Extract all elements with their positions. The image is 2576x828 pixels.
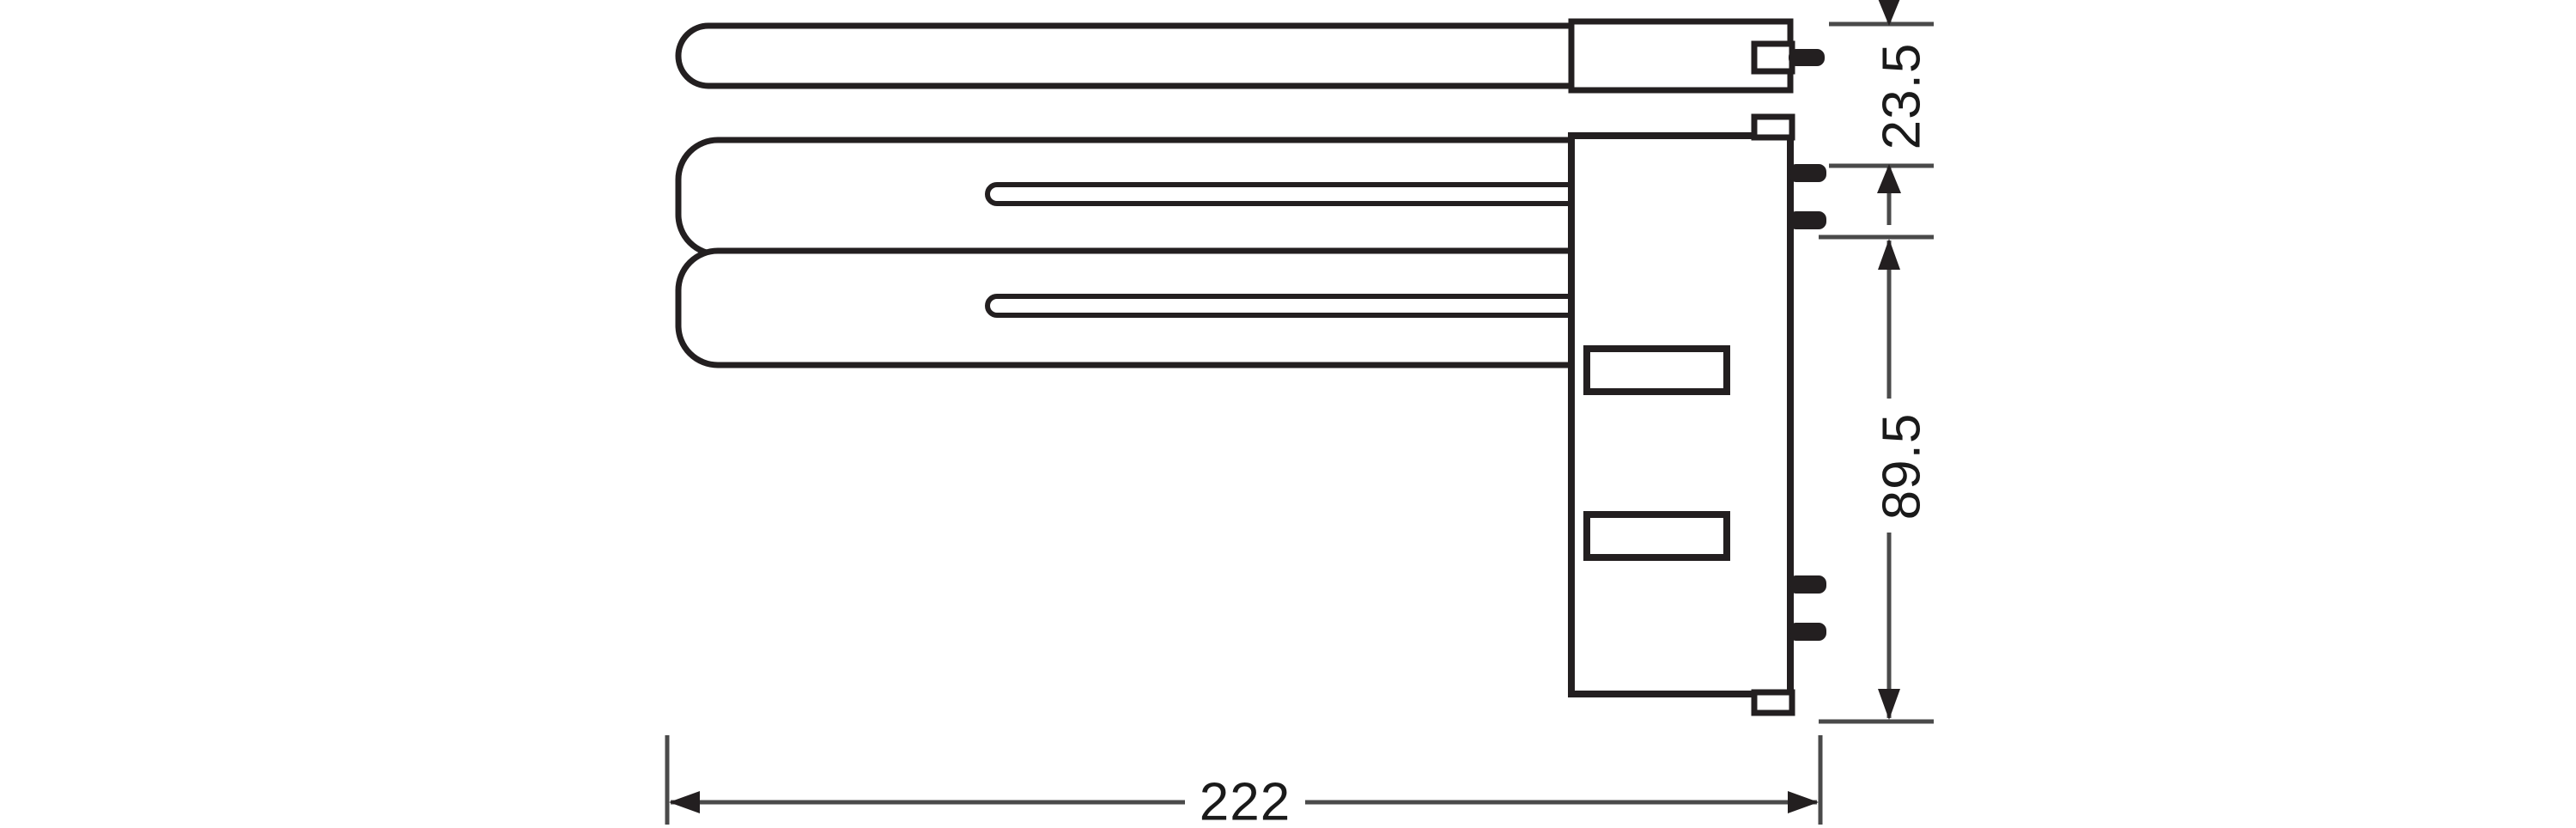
dim-23-5-label: 23.5 (1873, 43, 1932, 150)
top-view-pin-1 (1789, 49, 1825, 66)
dim-222-arrowhead-right (1788, 791, 1819, 813)
top-view-tube (675, 22, 1580, 89)
dim-23-5-arrowhead-top (1878, 0, 1900, 26)
dimension-89-5: 89.5 (1819, 234, 1934, 724)
front-view-slot-upper (985, 182, 1580, 206)
front-view-group (675, 113, 1826, 716)
front-view-bottom-tab (1751, 689, 1795, 716)
dim-89-5-label: 89.5 (1873, 413, 1932, 521)
front-view-base-block (1568, 132, 1794, 697)
dim-89-5-arrowhead-bottom (1878, 689, 1900, 720)
front-view-pin-3 (1789, 575, 1826, 594)
top-view-base-notch (1751, 40, 1795, 75)
front-view-top-tab (1751, 113, 1795, 141)
front-view-inner-window-upper (1583, 345, 1730, 395)
dim-222-label: 222 (1200, 773, 1291, 828)
dim-89-5-arrowhead-top (1878, 239, 1900, 270)
front-view-pin-2 (1789, 211, 1826, 229)
dim-23-5-arrowhead-bottom (1877, 164, 1901, 193)
dimension-222: 222 (665, 735, 1823, 828)
front-view-inner-window-lower (1583, 511, 1730, 561)
front-view-slot-lower (985, 294, 1580, 318)
front-view-pin-1 (1789, 164, 1826, 182)
front-view-pin-4 (1789, 623, 1826, 641)
dimension-23-5: 23.5 (1829, 0, 1934, 225)
top-view-group (675, 18, 1825, 94)
dim-222-arrowhead-left (669, 791, 700, 813)
